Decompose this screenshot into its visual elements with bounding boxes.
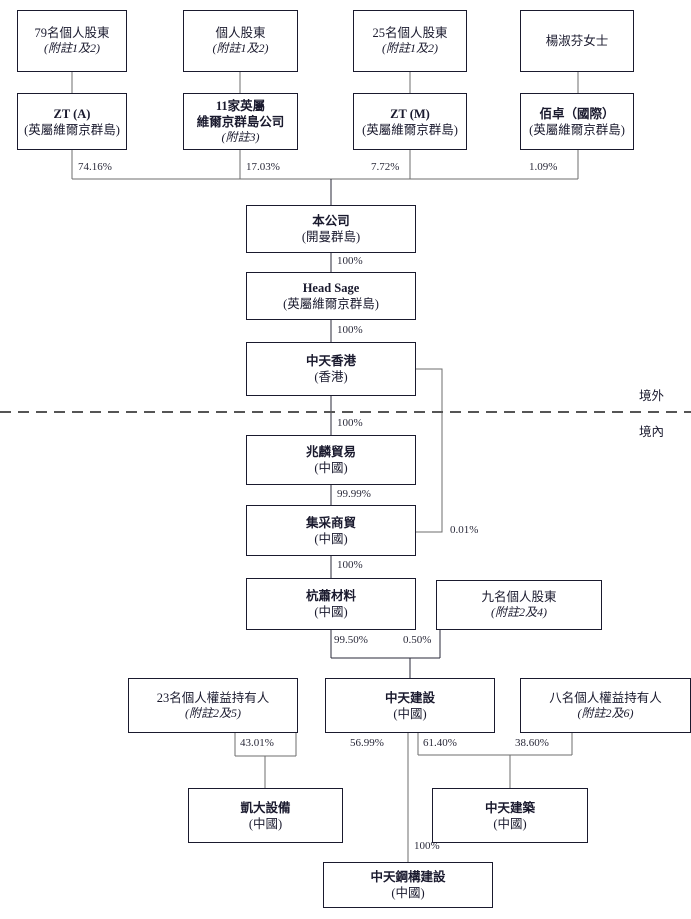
- node-hangxiao-materials[interactable]: 杭蕭材料 (中國): [246, 578, 416, 630]
- pct-zthk-to-jicai: 0.01%: [450, 524, 479, 536]
- node-jurisdiction: (中國): [391, 886, 425, 900]
- node-line: 11家英屬: [215, 98, 266, 113]
- node-jurisdiction: (中國): [314, 531, 348, 546]
- node-note: (附註1及2): [382, 41, 438, 56]
- node-the-company[interactable]: 本公司 (開曼群島): [246, 205, 416, 253]
- pct-ztm-to-company: 7.72%: [371, 161, 400, 173]
- node-note: (附註2及6): [577, 705, 634, 720]
- node-line: ZT (A): [53, 106, 91, 121]
- node-jurisdiction: (英屬維爾京群島): [529, 122, 625, 137]
- node-line: 八名個人權益持有人: [549, 690, 662, 705]
- node-jurisdiction: (英屬維爾京群島): [362, 122, 458, 137]
- node-line: 中天鋼構建設: [370, 870, 446, 884]
- pct-zthk-to-zhaolin: 100%: [337, 417, 363, 429]
- pct-zhaolin-to-jicai: 99.99%: [337, 488, 371, 500]
- node-madam-yang[interactable]: 楊淑芬女士: [520, 10, 634, 72]
- pct-23holders-to-kaida: 43.01%: [240, 737, 274, 749]
- label-onshore: 境內: [639, 425, 665, 439]
- node-zt-a[interactable]: ZT (A) (英屬維爾京群島): [17, 93, 127, 150]
- node-line: 集采商貿: [305, 515, 356, 530]
- wire-zthk-to-jicai-001: [415, 368, 443, 533]
- node-line: ZT (M): [390, 106, 430, 121]
- node-nine-individual-shareholders[interactable]: 九名個人股東 (附註2及4): [436, 580, 602, 630]
- node-line: 維爾京群島公司: [196, 114, 285, 129]
- node-note: (附註2及5): [185, 705, 241, 720]
- node-zhaolin-trading[interactable]: 兆麟貿易 (中國): [246, 435, 416, 485]
- node-11-bvi-companies[interactable]: 11家英屬 維爾京群島公司 (附註3): [183, 93, 298, 150]
- node-zhongtian-architecture[interactable]: 中天建築 (中國): [432, 788, 588, 843]
- pct-ztjs-to-ztjz: 61.40%: [423, 737, 457, 749]
- pct-nine-to-ztjs: 0.50%: [403, 634, 432, 646]
- node-jurisdiction: (中國): [493, 816, 527, 831]
- pct-8holders-to-ztjz: 38.60%: [515, 737, 549, 749]
- node-line: 中天建築: [484, 800, 535, 815]
- node-line: 個人股東: [215, 26, 266, 41]
- label-offshore: 境外: [639, 389, 665, 403]
- node-line: 凱大設備: [240, 800, 291, 815]
- node-head-sage[interactable]: Head Sage (英屬維爾京群島): [246, 272, 416, 320]
- node-25-individual-shareholders[interactable]: 25名個人股東 (附註1及2): [353, 10, 467, 72]
- pct-hangxiao-to-ztjs: 99.50%: [334, 634, 368, 646]
- pct-ztjs-to-ztgg: 100%: [414, 840, 440, 852]
- node-note: (附註2及4): [491, 605, 547, 620]
- node-line: 23名個人權益持有人: [156, 690, 270, 705]
- node-jurisdiction: (中國): [314, 461, 348, 475]
- node-line: 楊淑芬女士: [545, 34, 609, 48]
- node-jurisdiction: (英屬維爾京群島): [24, 122, 120, 137]
- node-note: (附註1及2): [212, 41, 269, 56]
- node-zhongtian-steel-structure[interactable]: 中天鋼構建設 (中國): [323, 862, 493, 908]
- node-line: Head Sage: [302, 281, 360, 295]
- node-jicai-trading[interactable]: 集采商貿 (中國): [246, 505, 416, 556]
- node-individual-shareholders[interactable]: 個人股東 (附註1及2): [183, 10, 298, 72]
- node-line: 九名個人股東: [481, 590, 557, 605]
- node-line: 杭蕭材料: [305, 589, 356, 603]
- node-zhongtian-construction[interactable]: 中天建設 (中國): [325, 678, 495, 733]
- node-zhongtian-hongkong[interactable]: 中天香港 (香港): [246, 342, 416, 396]
- node-8-equity-holders[interactable]: 八名個人權益持有人 (附註2及6): [520, 678, 691, 733]
- node-jurisdiction: (開曼群島): [301, 230, 361, 244]
- node-79-individual-shareholders[interactable]: 79名個人股東 (附註1及2): [17, 10, 127, 72]
- pct-zta-to-company: 74.16%: [78, 161, 112, 173]
- node-line: 本公司: [312, 214, 350, 228]
- node-line: 中天香港: [305, 354, 356, 368]
- node-jurisdiction: (中國): [393, 706, 427, 721]
- node-line: 兆麟貿易: [305, 445, 356, 459]
- node-note: (附註3): [221, 129, 260, 144]
- node-note: (附註1及2): [44, 41, 100, 56]
- node-jurisdiction: (中國): [314, 605, 348, 619]
- node-bozhuo-international[interactable]: 佰卓（國際） (英屬維爾京群島): [520, 93, 634, 150]
- pct-headsage-to-zthk: 100%: [337, 324, 363, 336]
- node-kaida-equipment[interactable]: 凱大設備 (中國): [188, 788, 343, 843]
- pct-company-to-headsage: 100%: [337, 255, 363, 267]
- pct-bozhuo-to-company: 1.09%: [529, 161, 558, 173]
- node-jurisdiction: (香港): [314, 370, 348, 384]
- node-jurisdiction: (英屬維爾京群島): [283, 297, 379, 311]
- node-23-equity-holders[interactable]: 23名個人權益持有人 (附註2及5): [128, 678, 298, 733]
- node-line: 中天建設: [384, 690, 435, 705]
- pct-jicai-to-hangxiao: 100%: [337, 559, 363, 571]
- pct-ztjs-to-kaida: 56.99%: [350, 737, 384, 749]
- pct-11bvi-to-company: 17.03%: [246, 161, 280, 173]
- node-line: 79名個人股東: [34, 26, 110, 41]
- node-line: 佰卓（國際）: [539, 106, 615, 121]
- node-line: 25名個人股東: [372, 26, 448, 41]
- node-zt-m[interactable]: ZT (M) (英屬維爾京群島): [353, 93, 467, 150]
- node-jurisdiction: (中國): [248, 816, 283, 831]
